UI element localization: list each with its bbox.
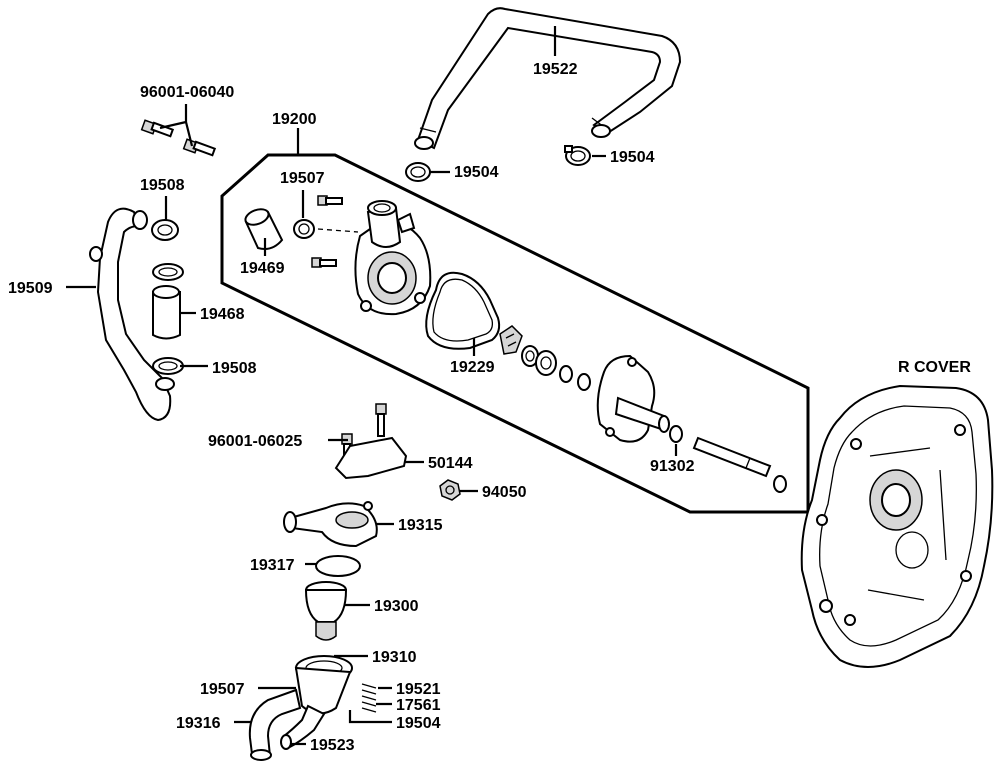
label-19504-bottom: 19504 <box>396 715 441 732</box>
label-96001-06040: 96001-06040 <box>140 84 234 101</box>
label-19507-bottom: 19507 <box>200 681 245 698</box>
thermostat-housing-19310 <box>294 655 353 715</box>
spring-19521 <box>361 683 377 713</box>
label-96001-06025: 96001-06025 <box>208 433 302 450</box>
hose-piece-19468 <box>152 285 181 340</box>
label-r-cover: R COVER <box>898 359 971 376</box>
thermostat-cover-19315 <box>283 501 378 548</box>
bolt-pump-lower <box>311 257 337 268</box>
label-19316: 19316 <box>176 715 221 732</box>
water-pump-body <box>354 200 432 316</box>
clamp-19508-bottom <box>152 357 184 375</box>
seal-ring-2 <box>577 373 591 391</box>
clamp-19507-top <box>293 219 315 239</box>
label-19509: 19509 <box>8 280 53 297</box>
label-19521: 19521 <box>396 681 441 698</box>
bolt-96001-06040-b <box>182 138 217 157</box>
seal-ring-1 <box>559 365 573 383</box>
hose-19523 <box>280 704 326 750</box>
label-19508-top: 19508 <box>140 177 185 194</box>
nut-94050 <box>439 479 461 501</box>
label-19523: 19523 <box>310 737 355 754</box>
label-17561: 17561 <box>396 697 441 714</box>
label-19522: 19522 <box>533 61 578 78</box>
hose-19522 <box>414 7 682 150</box>
clamp-19504-left <box>405 162 431 182</box>
label-19504-left: 19504 <box>454 164 499 181</box>
tube-19469 <box>244 208 284 250</box>
label-19310: 19310 <box>372 649 417 666</box>
bolt-pump-upper <box>317 195 343 206</box>
bearing-2 <box>535 350 557 376</box>
shaft-clip <box>773 475 787 493</box>
gasket-19229 <box>425 271 501 350</box>
label-19508-bottom: 19508 <box>212 360 257 377</box>
label-19468: 19468 <box>200 306 245 323</box>
label-19504-right: 19504 <box>610 149 655 166</box>
pump-cover-plate <box>596 354 670 443</box>
clamp-19508-upper-middle <box>152 263 184 281</box>
label-19317: 19317 <box>250 557 295 574</box>
o-ring-19317 <box>315 555 361 577</box>
r-cover-part <box>800 384 994 668</box>
pump-shaft <box>692 436 772 478</box>
label-19507-top: 19507 <box>280 170 325 187</box>
impeller <box>499 325 523 355</box>
label-19229: 19229 <box>450 359 495 376</box>
clamp-19504-right <box>564 145 591 166</box>
clamp-19508-top <box>151 219 179 241</box>
label-94050: 94050 <box>482 484 527 501</box>
label-50144: 50144 <box>428 455 473 472</box>
thermostat-19300 <box>304 581 348 641</box>
label-19300: 19300 <box>374 598 419 615</box>
labels: 96001-06040 19200 19522 19504 19504 1950… <box>8 61 971 754</box>
bolt-96001-06025-a <box>375 403 387 437</box>
hose-19316 <box>248 688 302 761</box>
hose-19509 <box>89 207 175 422</box>
o-ring-91302 <box>669 425 683 443</box>
bolt-96001-06040-a <box>140 119 175 138</box>
label-91302: 91302 <box>650 458 695 475</box>
label-19469: 19469 <box>240 260 285 277</box>
assembly-outline-19200 <box>220 153 810 514</box>
label-19315: 19315 <box>398 517 443 534</box>
label-19200: 19200 <box>272 111 317 128</box>
leader-lines <box>66 26 678 746</box>
